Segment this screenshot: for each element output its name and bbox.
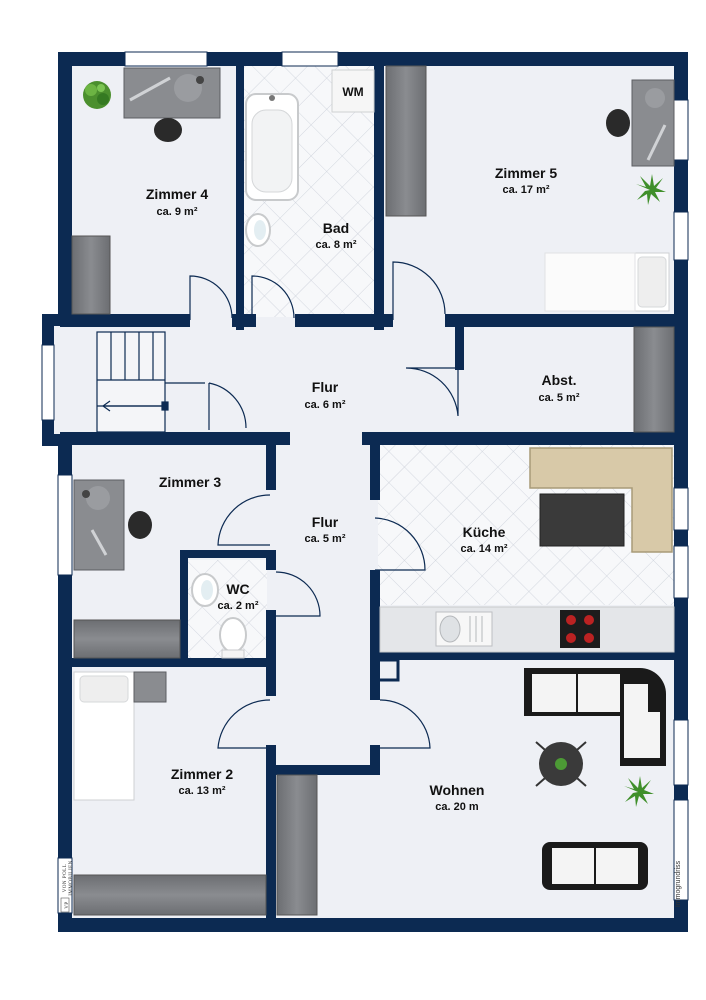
room-name-zimmer4: Zimmer 4 [146,186,208,202]
dining-table [539,493,625,547]
zimmer2-furniture [73,671,267,916]
room-area-kueche: ca. 14 m² [460,543,507,555]
credit-text: Immogrundriss [675,860,682,907]
room-name-kueche: Küche [463,524,506,540]
room-area-zimmer5: ca. 17 m² [502,184,549,196]
logo: VP VON POLL IMMOBILIEN [60,860,74,913]
living-furniture [276,668,666,916]
wardrobe [73,619,181,659]
room-area-bad: ca. 8 m² [316,239,357,251]
zimmer5-furniture [385,65,675,312]
toilet [219,617,247,653]
bad-furniture: WM [245,69,375,247]
zimmer4-furniture [71,67,221,315]
room-area-flur1: ca. 6 m² [305,399,346,411]
plant-icon [636,174,666,205]
kitchen-counter [379,606,675,653]
round-table [535,741,587,787]
corner-bench [529,447,673,553]
room-name-zimmer3: Zimmer 3 [159,474,221,490]
plant-icon [83,81,111,109]
office-chair [154,118,182,142]
staircase [96,331,205,433]
room-name-bad: Bad [323,220,349,236]
nightstand [133,671,167,703]
room-name-flur2: Flur [312,514,339,530]
desk [123,67,221,119]
logo-subtext: IMMOBILIEN [69,860,74,896]
room-name-zimmer5: Zimmer 5 [495,165,557,181]
storage-shelf [633,326,675,433]
logo-mark: VP [65,901,70,908]
floors [50,65,674,920]
door-swings [189,261,459,749]
room-name-flur1: Flur [312,379,339,395]
washing-machine-label: WM [342,85,363,99]
office-chair [128,511,152,539]
plant-icon [624,776,654,807]
room-area-zimmer2: ca. 13 m² [178,785,225,797]
logo-text: VON POLL [63,864,68,893]
windows [41,51,689,914]
wardrobe [71,235,111,315]
room-area-flur2: ca. 5 m² [305,533,346,545]
room-labels: Zimmer 4 ca. 9 m² Bad ca. 8 m² Zimmer 5 … [146,165,580,813]
room-name-wc: WC [226,581,249,597]
wardrobe [73,874,267,916]
zimmer3-furniture [73,479,181,659]
wardrobe [385,65,427,217]
room-name-wohnen: Wohnen [430,782,485,798]
wc-furniture [191,573,247,659]
room-area-zimmer4: ca. 9 m² [157,206,198,218]
office-chair [606,109,630,137]
room-area-abst: ca. 5 m² [539,392,580,404]
cooktop [560,610,600,648]
room-area-wohnen: ca. 20 m [435,801,479,813]
washing-machine [331,69,375,113]
room-area-wc: ca. 2 m² [218,600,259,612]
wardrobe [276,774,318,916]
room-name-abst: Abst. [542,372,577,388]
room-name-zimmer2: Zimmer 2 [171,766,233,782]
kitchen-furniture [379,447,675,653]
